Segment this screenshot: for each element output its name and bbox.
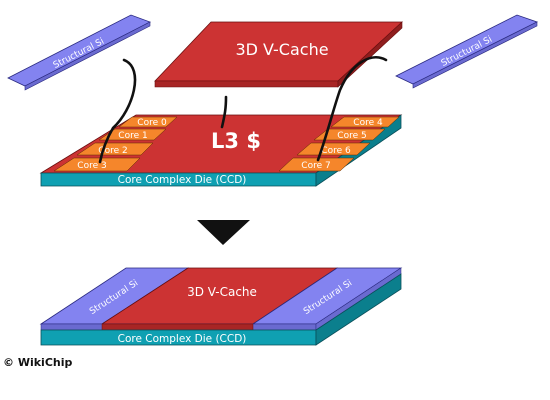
top-structural-si-left: Structural Si bbox=[7, 14, 151, 91]
copyright-notice: © WikiChip bbox=[3, 356, 73, 369]
placement-arrows bbox=[98, 56, 388, 164]
top-structural-si-right: Structural Si bbox=[395, 14, 539, 89]
core-7-label: Core 7 bbox=[301, 161, 330, 171]
bottom-assembly: 3D V-Cache Structural Si Structural Si C… bbox=[39, 267, 403, 346]
core-4-label: Core 4 bbox=[353, 118, 383, 128]
arrow-left-structural bbox=[98, 58, 137, 164]
arrow-right-structural bbox=[316, 56, 388, 162]
cores-left: Core 0 Core 1 Core 2 Core 3 bbox=[53, 116, 178, 172]
arrow-vcache bbox=[220, 95, 228, 129]
core-3-label: Core 3 bbox=[77, 161, 106, 171]
core-6-label: Core 6 bbox=[321, 146, 351, 156]
down-arrow-icon bbox=[197, 220, 250, 245]
bottom-ccd-label: Core Complex Die (CCD) bbox=[118, 333, 247, 345]
core-0-label: Core 0 bbox=[137, 118, 167, 128]
top-vcache-label: 3D V-Cache bbox=[235, 40, 328, 59]
top-vcache-die: 3D V-Cache bbox=[154, 21, 404, 88]
top-ccd-label: Core Complex Die (CCD) bbox=[118, 174, 247, 186]
cores-right: Core 4 Core 5 Core 6 Core 7 bbox=[278, 116, 400, 172]
l3-cache-label: L3 $ bbox=[211, 129, 261, 153]
core-1-label: Core 1 bbox=[118, 131, 147, 141]
core-5-label: Core 5 bbox=[337, 131, 366, 141]
bottom-vcache-label: 3D V-Cache bbox=[187, 285, 257, 299]
core-2-label: Core 2 bbox=[98, 146, 127, 156]
top-ccd: Core Complex Die (CCD) Core 0 Core 1 Cor… bbox=[39, 114, 403, 187]
